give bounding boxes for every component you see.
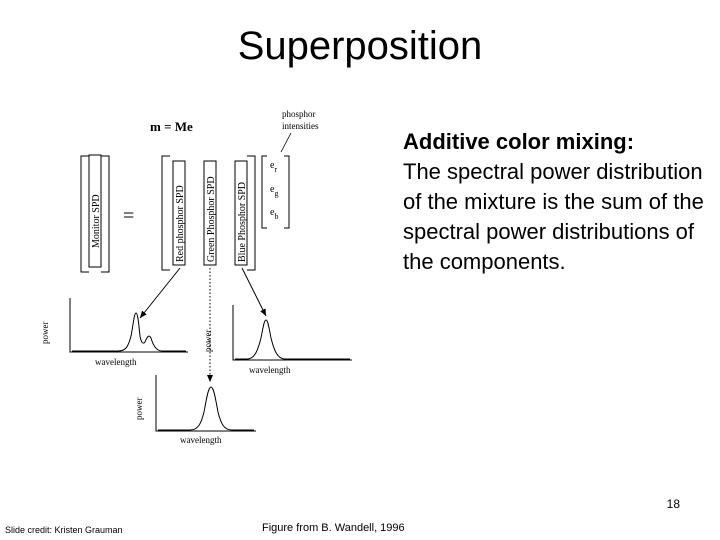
green-phosphor-spectrum-plot: power wavelength bbox=[134, 375, 256, 445]
monitor-spd-matrix: Monitor SPD bbox=[80, 154, 110, 273]
blue-plot-axes bbox=[232, 305, 352, 361]
arrow-blue-to-plot bbox=[241, 267, 267, 317]
green-phosphor-spd-label: Green Phosphor SPD bbox=[206, 176, 217, 262]
blue-spectrum-curve bbox=[235, 319, 350, 360]
equals-sign: = bbox=[123, 205, 134, 227]
slide-title: Superposition bbox=[237, 24, 483, 68]
blue-phosphor-spd-label: Blue Phosphor SPD bbox=[237, 182, 248, 262]
vector-entry-b: eb bbox=[270, 207, 278, 221]
slide-credit: Slide credit: Kristen Grauman bbox=[5, 525, 123, 535]
blue-plot-power-label: power bbox=[203, 330, 213, 353]
phosphor-spd-matrix: Red phosphor SPD Green Phosphor SPD Blue… bbox=[161, 155, 256, 271]
green-plot-power-label: power bbox=[134, 398, 144, 421]
phosphor-intensities-label-line2: intensities bbox=[282, 121, 319, 131]
red-plot-wavelength-label: wavelength bbox=[95, 357, 137, 367]
red-phosphor-spd-label: Red phosphor SPD bbox=[175, 185, 186, 262]
phosphor-pointer bbox=[280, 132, 292, 153]
intensity-vector: er eg eb bbox=[261, 155, 290, 229]
slide-number: 18 bbox=[666, 497, 680, 511]
figure-credit: Figure from B. Wandell, 1996 bbox=[262, 522, 405, 534]
red-plot-power-label: power bbox=[40, 322, 50, 345]
green-plot-axes bbox=[155, 375, 256, 432]
green-spectrum-curve bbox=[158, 386, 254, 431]
phosphor-intensities-label-line1: phosphor bbox=[282, 109, 316, 119]
body-text: Additive color mixing: The spectral powe… bbox=[403, 127, 715, 277]
arrow-red-to-plot bbox=[139, 267, 181, 319]
red-phosphor-spectrum-plot: power wavelength bbox=[40, 298, 188, 367]
vector-entry-g: eg bbox=[270, 184, 278, 198]
blue-phosphor-spectrum-plot: power wavelength bbox=[203, 305, 352, 375]
equation-label: m = Me bbox=[150, 119, 193, 134]
body-paragraph: The spectral power distribution of the m… bbox=[403, 159, 704, 274]
red-plot-axes bbox=[69, 298, 188, 353]
green-plot-wavelength-label: wavelength bbox=[180, 435, 222, 445]
body-heading: Additive color mixing: bbox=[403, 129, 635, 154]
monitor-spd-label: Monitor SPD bbox=[91, 194, 102, 248]
blue-plot-wavelength-label: wavelength bbox=[249, 365, 291, 375]
red-spectrum-curve bbox=[72, 312, 186, 352]
vector-entry-r: er bbox=[270, 160, 277, 174]
